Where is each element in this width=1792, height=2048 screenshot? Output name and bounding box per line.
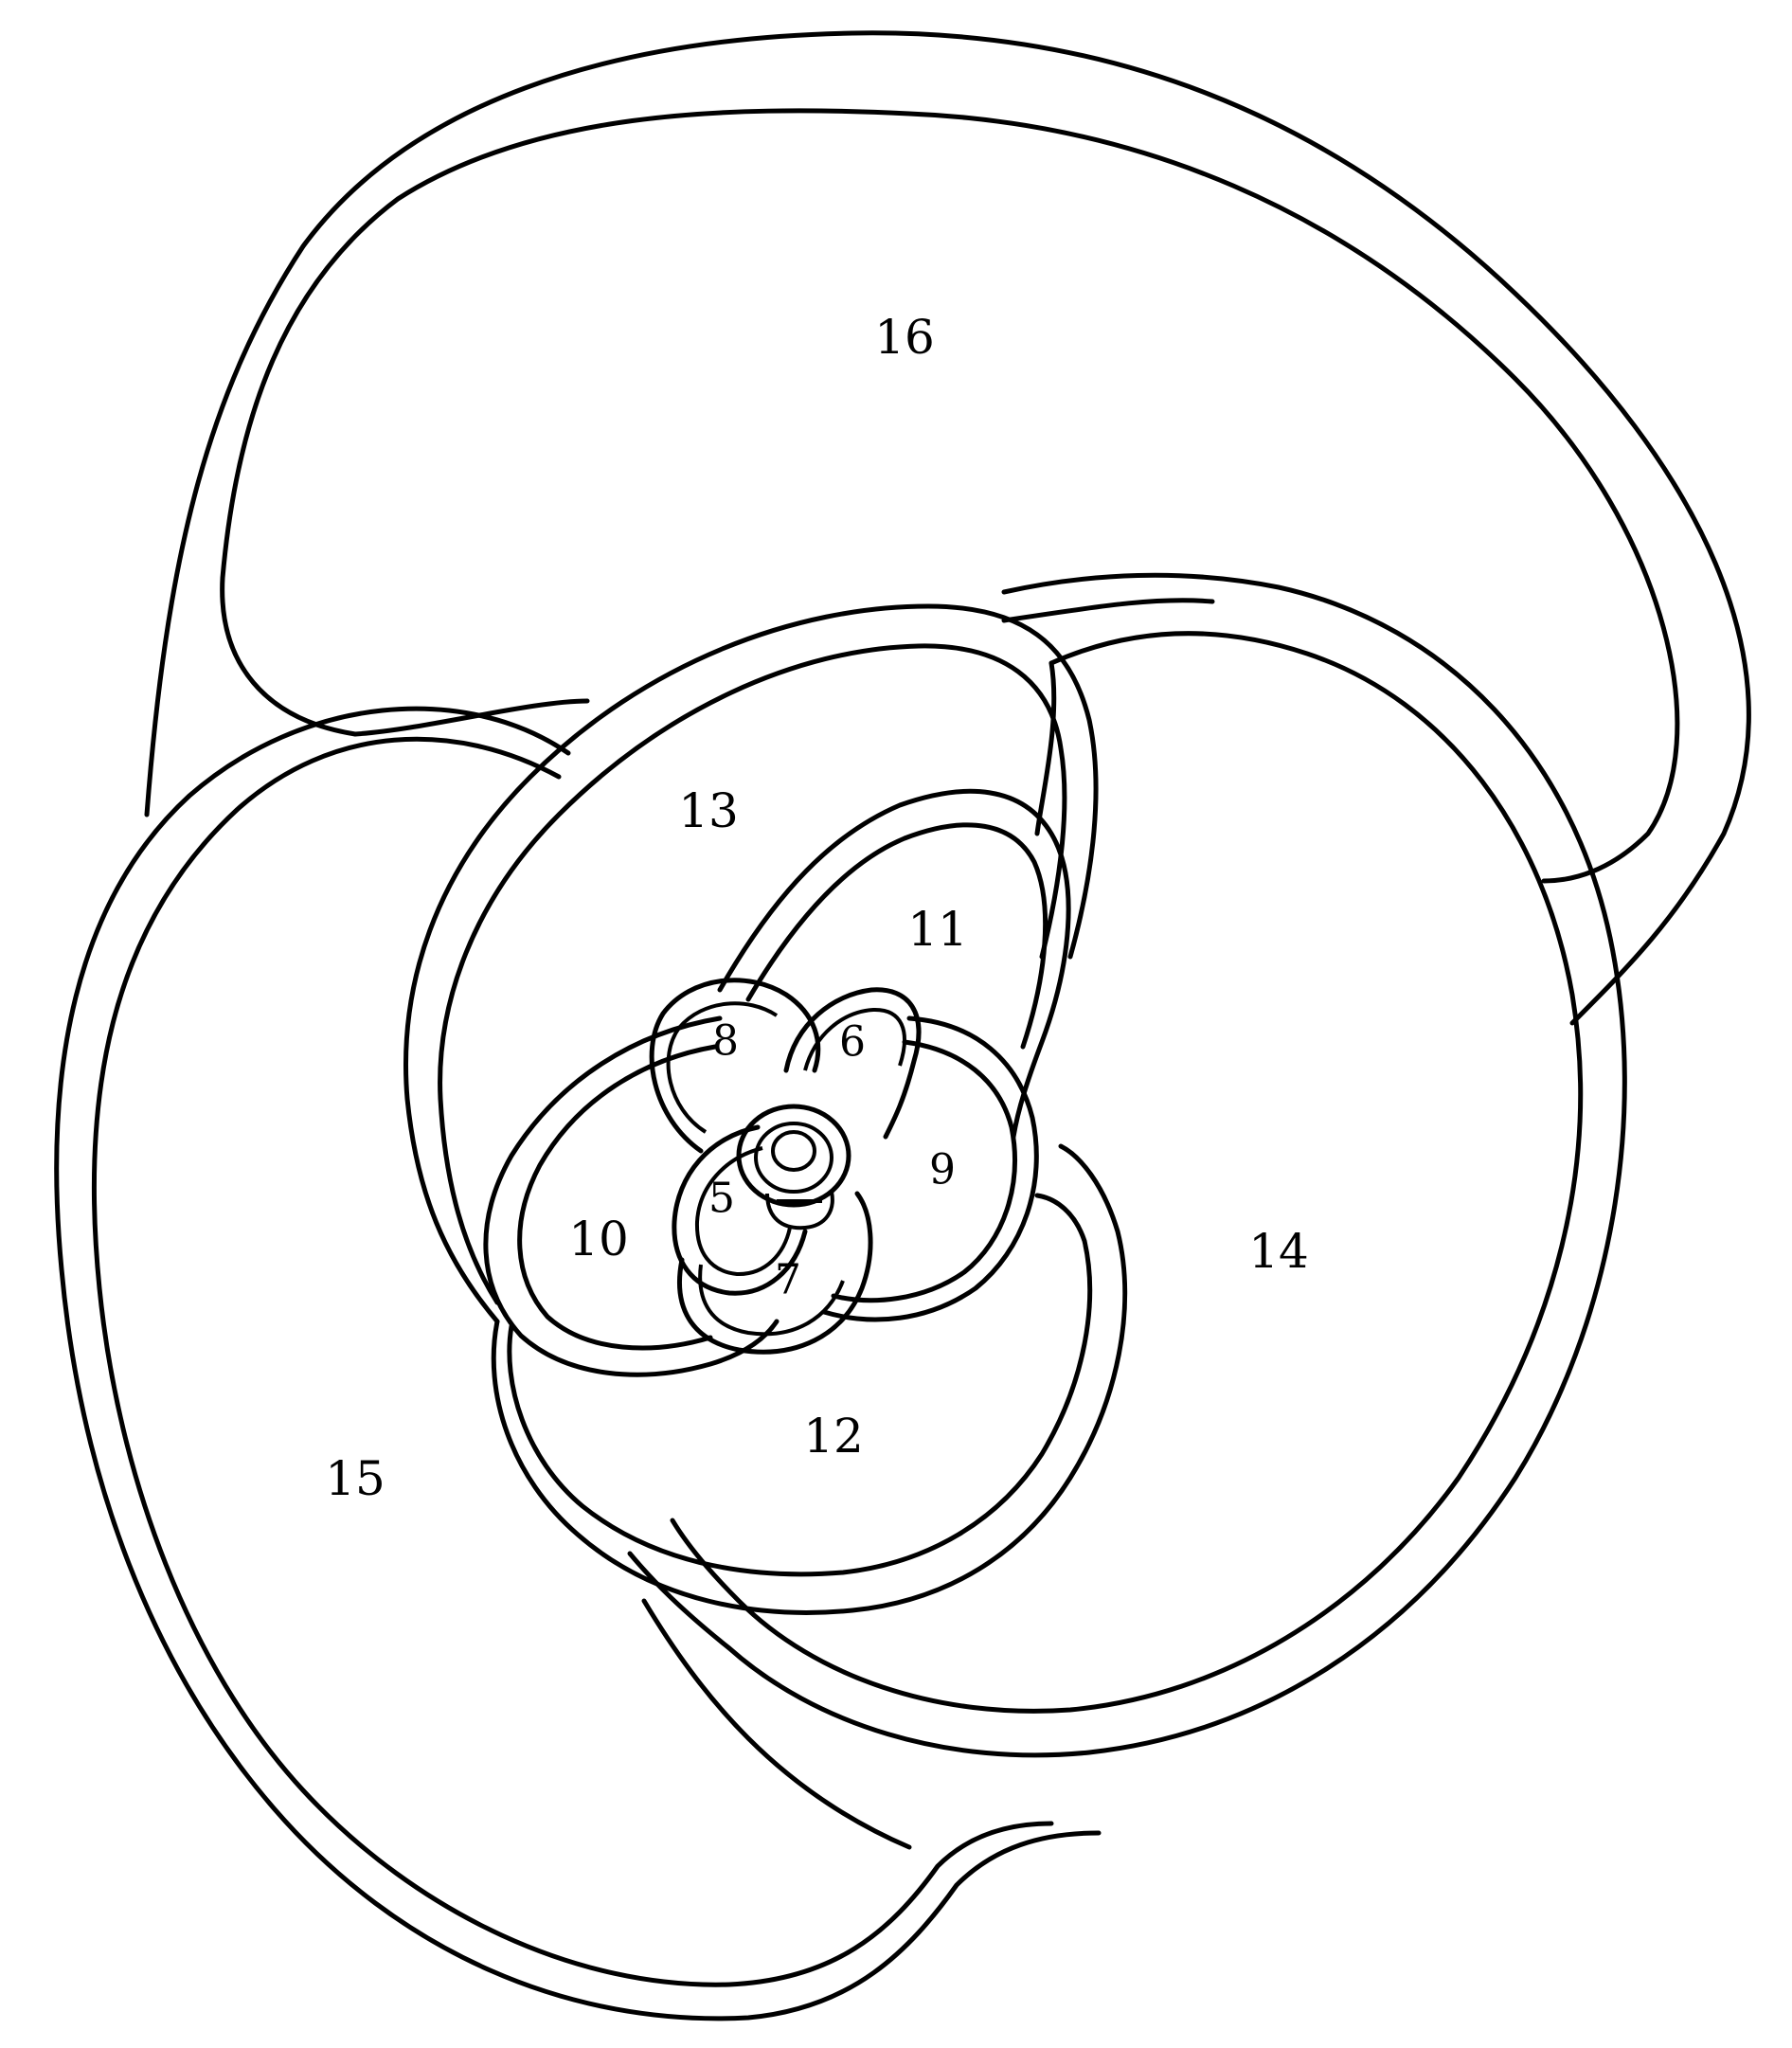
label-chamber-13: 13 xyxy=(678,783,739,838)
label-chamber-8: 8 xyxy=(712,1017,739,1066)
label-chamber-15: 15 xyxy=(325,1451,385,1506)
label-chamber-12: 12 xyxy=(803,1409,864,1464)
label-chamber-10: 10 xyxy=(568,1212,629,1267)
label-chamber-14: 14 xyxy=(1248,1224,1309,1279)
chamber-11 xyxy=(720,791,1068,1137)
label-chamber-16: 16 xyxy=(874,310,935,365)
label-chamber-9: 9 xyxy=(929,1146,956,1195)
label-chamber-11: 11 xyxy=(907,902,968,957)
label-chamber-7: 7 xyxy=(775,1256,801,1304)
label-chamber-6: 6 xyxy=(839,1018,866,1067)
label-chamber-5: 5 xyxy=(708,1175,735,1223)
proloculus xyxy=(739,1106,849,1228)
chamber-16 xyxy=(147,33,1748,1023)
chamber-13 xyxy=(406,606,1097,1321)
